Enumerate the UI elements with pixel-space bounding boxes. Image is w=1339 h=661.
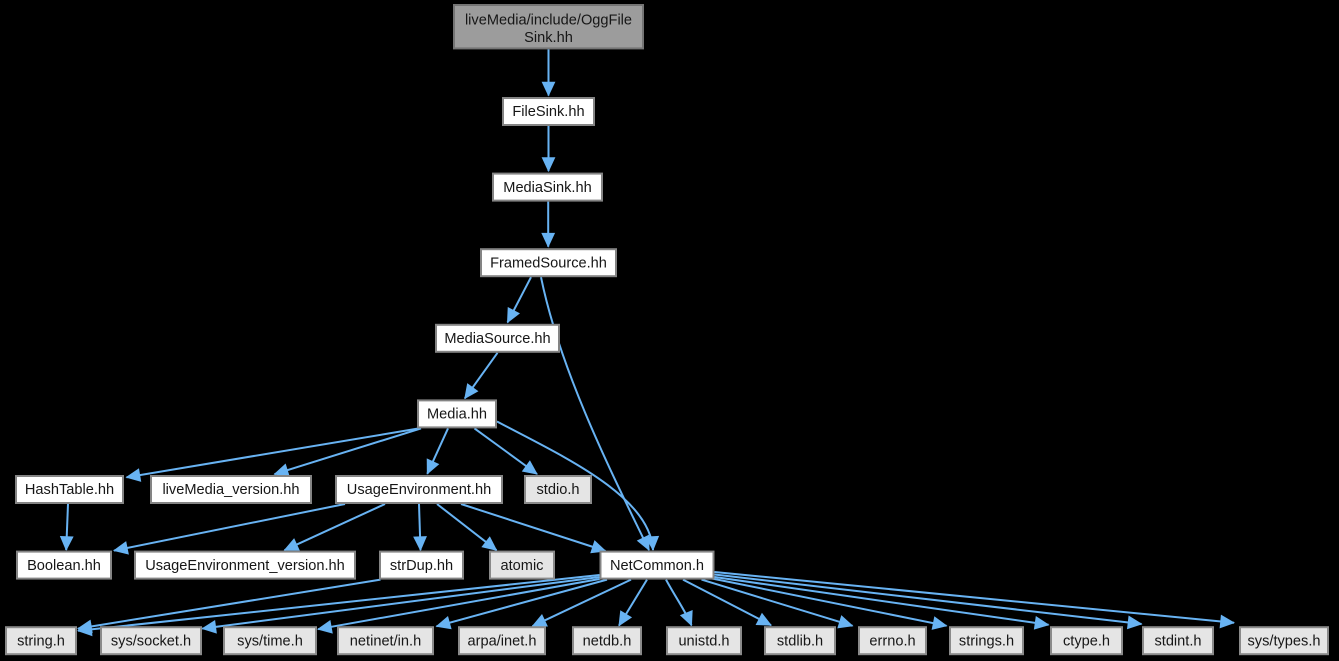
svg-text:FramedSource.hh: FramedSource.hh [490, 255, 607, 271]
svg-text:liveMedia/include/OggFile: liveMedia/include/OggFile [465, 13, 632, 29]
svg-text:errno.h: errno.h [869, 633, 915, 649]
svg-text:strDup.hh: strDup.hh [390, 558, 453, 574]
svg-text:stdlib.h: stdlib.h [777, 633, 823, 649]
svg-text:MediaSource.hh: MediaSource.hh [444, 331, 550, 347]
svg-text:NetCommon.h: NetCommon.h [610, 558, 704, 574]
svg-text:atomic: atomic [501, 558, 544, 574]
svg-text:UsageEnvironment_version.hh: UsageEnvironment_version.hh [145, 558, 345, 574]
svg-text:Sink.hh: Sink.hh [524, 30, 573, 46]
svg-text:netinet/in.h: netinet/in.h [350, 633, 421, 649]
svg-text:strings.h: strings.h [959, 633, 1014, 649]
svg-text:MediaSink.hh: MediaSink.hh [503, 180, 591, 196]
svg-text:sys/time.h: sys/time.h [237, 633, 303, 649]
svg-text:arpa/inet.h: arpa/inet.h [468, 633, 537, 649]
svg-text:liveMedia_version.hh: liveMedia_version.hh [162, 482, 299, 498]
svg-text:sys/types.h: sys/types.h [1248, 633, 1321, 649]
svg-text:sys/socket.h: sys/socket.h [111, 633, 191, 649]
svg-text:UsageEnvironment.hh: UsageEnvironment.hh [347, 482, 491, 498]
svg-text:unistd.h: unistd.h [678, 633, 729, 649]
svg-text:string.h: string.h [17, 633, 65, 649]
svg-text:ctype.h: ctype.h [1063, 633, 1110, 649]
svg-text:Media.hh: Media.hh [427, 407, 487, 423]
svg-text:stdint.h: stdint.h [1154, 633, 1201, 649]
svg-text:HashTable.hh: HashTable.hh [25, 482, 114, 498]
svg-text:FileSink.hh: FileSink.hh [512, 104, 584, 120]
svg-text:stdio.h: stdio.h [537, 482, 580, 498]
svg-text:netdb.h: netdb.h [583, 633, 632, 649]
svg-text:Boolean.hh: Boolean.hh [27, 558, 101, 574]
